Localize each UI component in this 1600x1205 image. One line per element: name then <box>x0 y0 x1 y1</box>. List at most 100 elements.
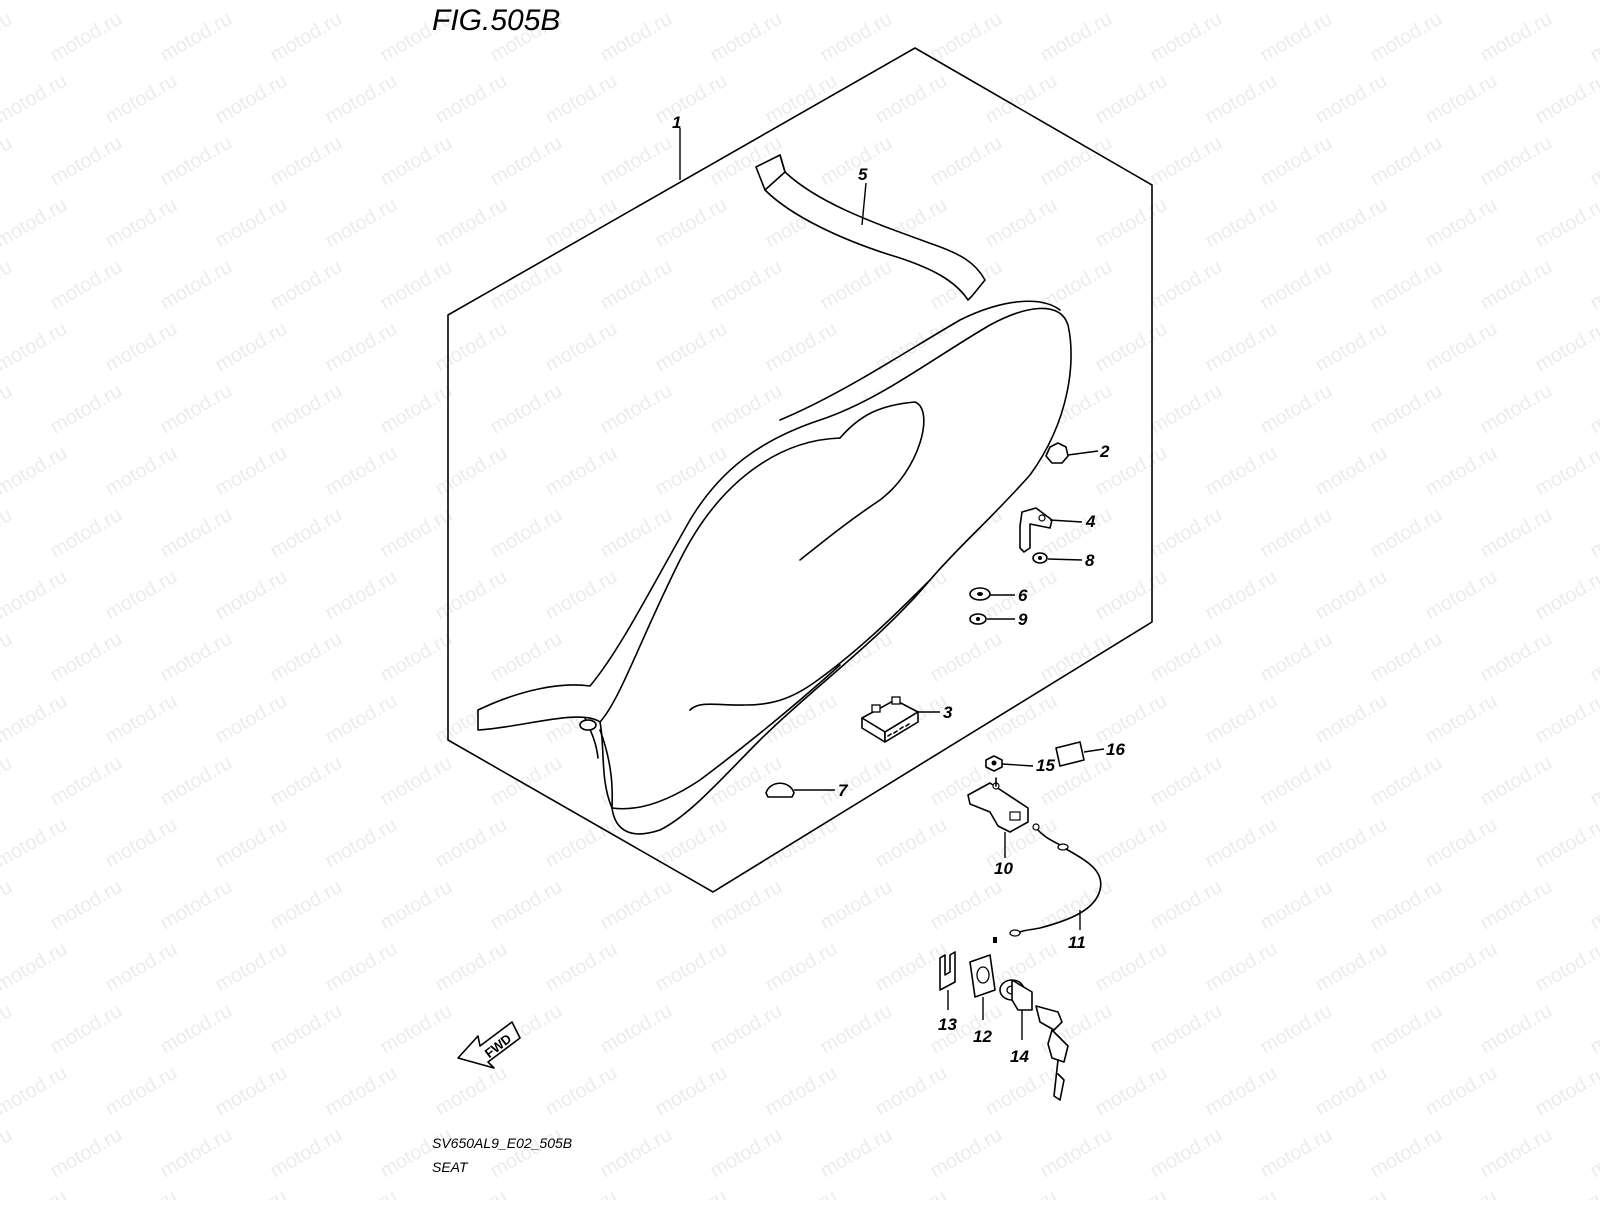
watermark-text: motod.ru <box>762 0 841 4</box>
watermark-text: motod.ru <box>1422 318 1501 377</box>
watermark-text: motod.ru <box>1532 0 1600 4</box>
watermark-text: motod.ru <box>1147 752 1226 811</box>
watermark-text: motod.ru <box>47 1124 126 1183</box>
watermark-text: motod.ru <box>652 1186 731 1200</box>
callout-10: 10 <box>994 859 1013 878</box>
watermark-text: motod.ru <box>432 442 511 501</box>
watermark-text: motod.ru <box>872 0 951 4</box>
watermark-text: motod.ru <box>1202 194 1281 253</box>
watermark-text: motod.ru <box>1587 380 1600 439</box>
watermark-text: motod.ru <box>1312 0 1391 4</box>
watermark-text: motod.ru <box>267 8 346 67</box>
watermark-text: motod.ru <box>707 8 786 67</box>
watermark-text: motod.ru <box>1477 256 1556 315</box>
watermark-text: motod.ru <box>377 504 456 563</box>
watermark-text: motod.ru <box>982 1062 1061 1121</box>
watermark-text: motod.ru <box>1422 1186 1501 1200</box>
watermark-text: motod.ru <box>432 814 511 873</box>
watermark-text: motod.ru <box>1202 690 1281 749</box>
watermark-text: motod.ru <box>542 1186 621 1200</box>
watermark-text: motod.ru <box>0 1124 16 1183</box>
watermark-text: motod.ru <box>267 380 346 439</box>
watermark-text: motod.ru <box>102 194 181 253</box>
watermark-text: motod.ru <box>487 132 566 191</box>
watermark-text: motod.ru <box>1477 8 1556 67</box>
fwd-arrow-icon: FWD <box>458 1022 520 1068</box>
watermark-text: motod.ru <box>762 1186 841 1200</box>
watermark-text: motod.ru <box>1367 1000 1446 1059</box>
watermark-text: motod.ru <box>1092 0 1171 4</box>
watermark-text: motod.ru <box>102 690 181 749</box>
watermark-text: motod.ru <box>707 380 786 439</box>
watermark-text: motod.ru <box>377 628 456 687</box>
watermark-text: motod.ru <box>1587 1000 1600 1059</box>
watermark-text: motod.ru <box>652 0 731 4</box>
callout-4: 4 <box>1085 512 1096 531</box>
watermark-text: motod.ru <box>102 0 181 4</box>
watermark-text: motod.ru <box>1257 8 1336 67</box>
watermark-text: motod.ru <box>267 628 346 687</box>
watermark-text: motod.ru <box>0 876 16 935</box>
watermark-text: motod.ru <box>1257 876 1336 935</box>
watermark-text: motod.ru <box>597 1124 676 1183</box>
watermark-text: motod.ru <box>1202 938 1281 997</box>
watermark-text: motod.ru <box>487 380 566 439</box>
watermark-text: motod.ru <box>1587 752 1600 811</box>
watermark-text: motod.ru <box>1037 8 1116 67</box>
watermark-text: motod.ru <box>597 380 676 439</box>
watermark-text: motod.ru <box>1422 1062 1501 1121</box>
watermark-text: motod.ru <box>1202 70 1281 129</box>
watermark-text: motod.ru <box>377 132 456 191</box>
watermark-text: motod.ru <box>707 876 786 935</box>
watermark-text: motod.ru <box>102 318 181 377</box>
watermark-text: motod.ru <box>1147 256 1226 315</box>
watermark-text: motod.ru <box>1422 814 1501 873</box>
watermark-text: motod.ru <box>817 132 896 191</box>
watermark-text: motod.ru <box>1532 318 1600 377</box>
watermark-text: motod.ru <box>542 70 621 129</box>
watermark-text: motod.ru <box>1312 1186 1391 1200</box>
watermark-text: motod.ru <box>1092 1186 1171 1200</box>
watermark-text: motod.ru <box>597 876 676 935</box>
watermark-text: motod.ru <box>157 380 236 439</box>
watermark-text: motod.ru <box>1257 628 1336 687</box>
watermark-text: motod.ru <box>1367 504 1446 563</box>
watermark-text: motod.ru <box>1312 1062 1391 1121</box>
watermark-text: motod.ru <box>157 876 236 935</box>
watermark-text: motod.ru <box>1422 0 1501 4</box>
watermark-text: motod.ru <box>1147 380 1226 439</box>
watermark-text: motod.ru <box>1092 690 1171 749</box>
watermark-text: motod.ru <box>1037 504 1116 563</box>
watermark-text: motod.ru <box>0 690 71 749</box>
watermark-text: motod.ru <box>322 70 401 129</box>
watermark-text: motod.ru <box>1092 70 1171 129</box>
watermark-text: motod.ru <box>1532 1186 1600 1200</box>
watermark-text: motod.ru <box>47 1000 126 1059</box>
watermark-text: motod.ru <box>0 938 71 997</box>
watermark-text: motod.ru <box>1312 690 1391 749</box>
watermark-text: motod.ru <box>1092 566 1171 625</box>
watermark-text: motod.ru <box>1587 876 1600 935</box>
watermark-text: motod.ru <box>432 938 511 997</box>
watermark-text: motod.ru <box>1147 8 1226 67</box>
watermark-text: motod.ru <box>157 256 236 315</box>
watermark-text: motod.ru <box>1422 566 1501 625</box>
watermark-text: motod.ru <box>1312 194 1391 253</box>
watermark-text: motod.ru <box>927 628 1006 687</box>
watermark-text: motod.ru <box>47 380 126 439</box>
watermark-text: motod.ru <box>982 1186 1061 1200</box>
watermark-text: motod.ru <box>102 1062 181 1121</box>
nut-small-icon <box>970 614 986 624</box>
watermark-text: motod.ru <box>0 132 16 191</box>
callout-3: 3 <box>943 703 953 722</box>
callout-14: 14 <box>1010 1047 1029 1066</box>
watermark-text: motod.ru <box>157 1124 236 1183</box>
watermark-text: motod.ru <box>1257 256 1336 315</box>
watermark-text: motod.ru <box>102 442 181 501</box>
watermark-text: motod.ru <box>1477 1124 1556 1183</box>
watermark-text: motod.ru <box>1202 1062 1281 1121</box>
watermark-text: motod.ru <box>1312 318 1391 377</box>
watermark-text: motod.ru <box>1532 194 1600 253</box>
watermark-text: motod.ru <box>1092 318 1171 377</box>
watermark-text: motod.ru <box>0 1062 71 1121</box>
